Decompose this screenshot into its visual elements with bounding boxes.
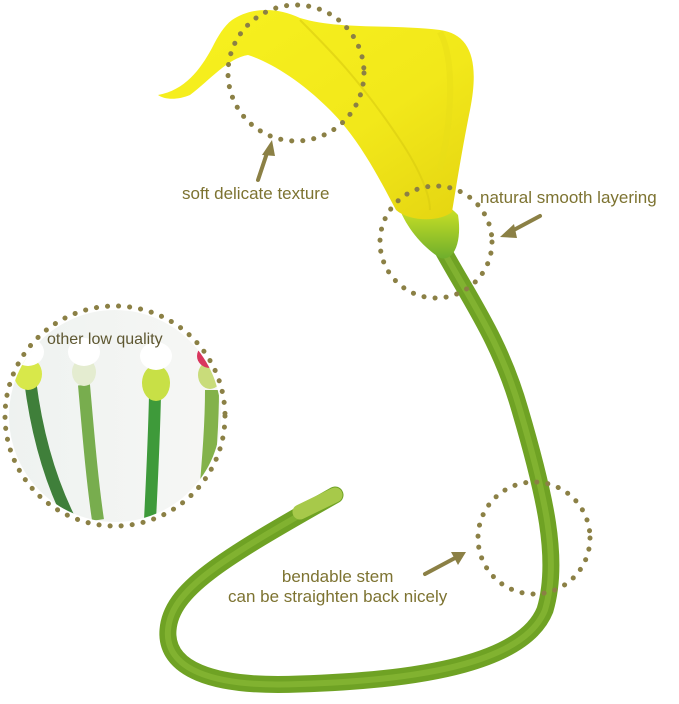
bendable-line-1: bendable stem: [281, 567, 394, 586]
texture-annotation: soft delicate texture: [182, 184, 330, 203]
bendable-line-2: can be straighten back nicely: [228, 587, 448, 606]
low-quality-annotation: other low quality: [47, 331, 163, 348]
stem: [159, 236, 560, 693]
dotted-circle-icon: [2, 2, 593, 597]
arrow-icon: [256, 140, 542, 576]
layering-annotation: natural smooth layering: [480, 188, 657, 207]
bendable-annotation: bendable stem can be straighten back nic…: [228, 567, 447, 607]
petal: [158, 9, 474, 220]
